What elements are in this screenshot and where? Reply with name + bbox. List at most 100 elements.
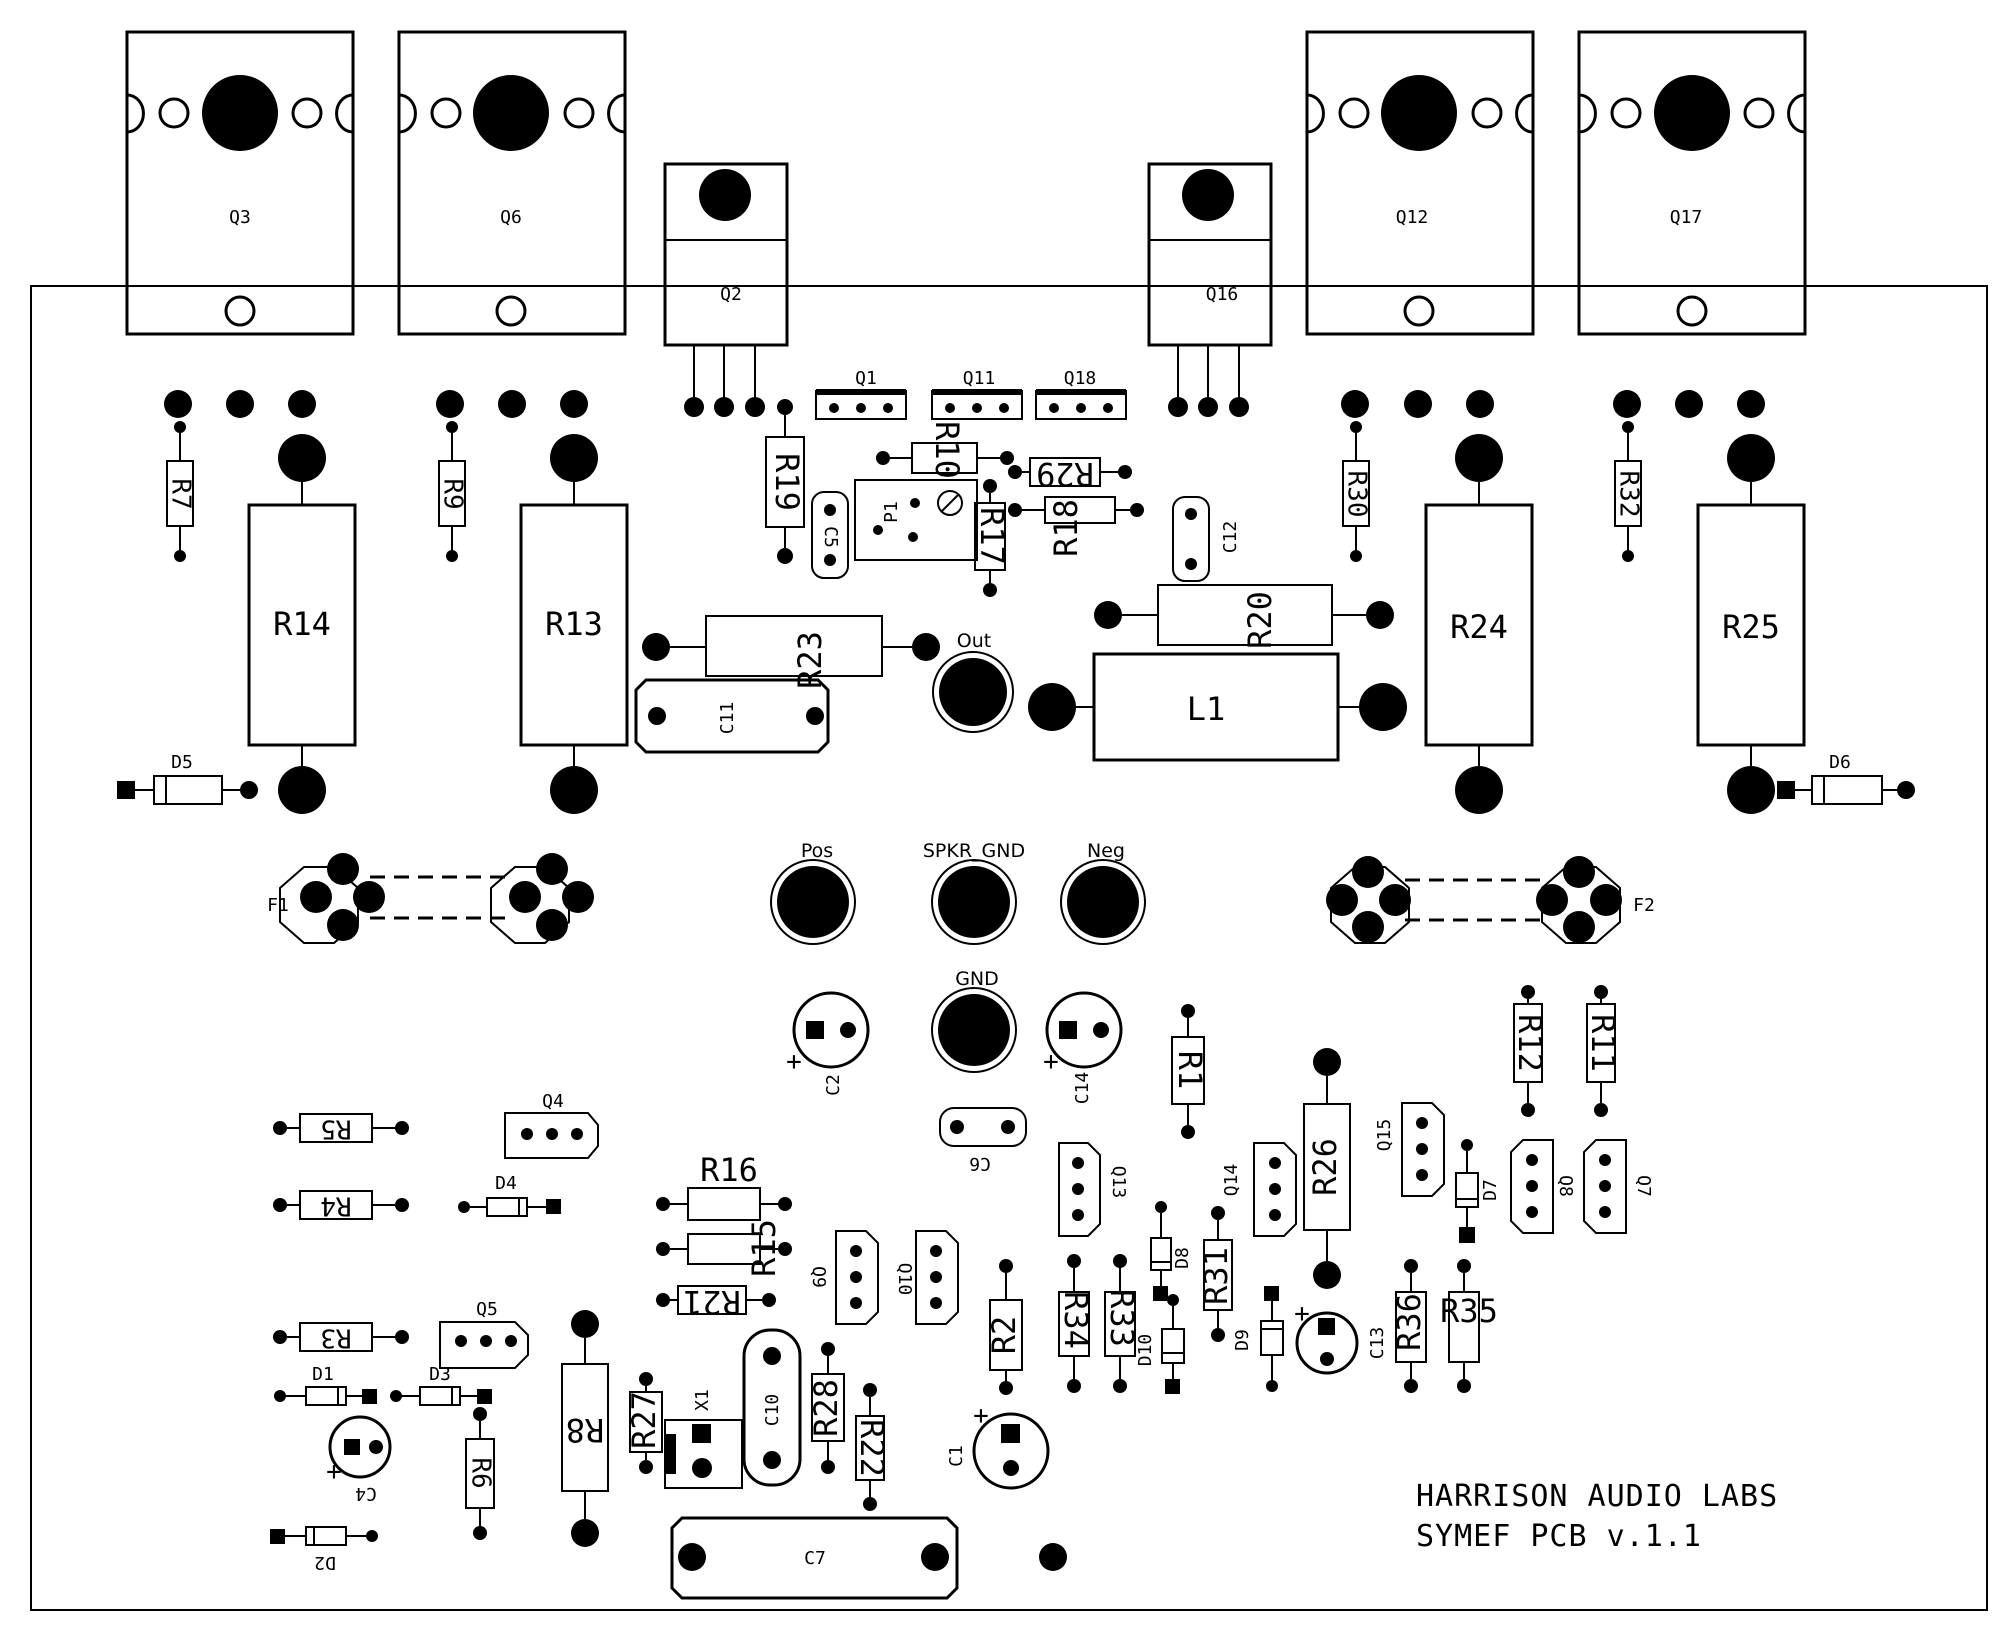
label-r35: R35 (1440, 1292, 1498, 1330)
label-c5: C5 (820, 526, 841, 548)
resistor-r20: R20 (1094, 584, 1394, 649)
transistor-q14: Q14 (1221, 1142, 1297, 1237)
label-q7: Q7 (1633, 1175, 1654, 1197)
label-pos: Pos (801, 840, 833, 862)
transistor-q13: Q13 (1058, 1142, 1129, 1237)
resistor-r4: R4 (273, 1190, 409, 1221)
label-r19: R19 (768, 453, 806, 511)
label-c4: C4 (355, 1483, 377, 1504)
pad-row-left (164, 390, 588, 418)
label-c12: C12 (1220, 521, 1241, 554)
resistor-r30: R30 (1342, 421, 1372, 562)
transistor-q15: Q15 (1374, 1102, 1445, 1197)
svg-text:+: + (1294, 1299, 1310, 1329)
label-q12: Q12 (1396, 207, 1429, 228)
capacitor-c13: + C13 (1294, 1299, 1388, 1375)
capacitor-c4: + C4 (326, 1415, 392, 1504)
label-spkr-gnd: SPKR_GND (923, 840, 1025, 862)
label-c11: C11 (717, 702, 738, 735)
label-r17: R17 (973, 507, 1011, 565)
label-q11: Q11 (963, 368, 996, 389)
label-r18: R18 (1047, 499, 1085, 557)
fuse-f1: F1 (267, 853, 594, 944)
label-c1: C1 (946, 1445, 967, 1467)
label-q8: Q8 (1555, 1175, 1576, 1197)
label-r30: R30 (1342, 471, 1372, 518)
label-r14: R14 (273, 605, 331, 643)
capacitor-c10: C10 (742, 1328, 802, 1487)
label-f2: F2 (1633, 895, 1655, 916)
resistor-r27: R27 (625, 1372, 663, 1474)
label-q14: Q14 (1221, 1164, 1242, 1197)
label-q2: Q2 (720, 284, 742, 305)
diode-d7: D7 (1455, 1139, 1501, 1243)
crystal-x1: X1 (664, 1389, 743, 1489)
label-q10: Q10 (894, 1263, 915, 1296)
resistor-r11: R11 (1584, 985, 1622, 1117)
label-out: Out (957, 630, 991, 652)
diode-d10: D10 (1135, 1294, 1185, 1394)
label-r27: R27 (625, 1391, 663, 1449)
resistor-r25: R25 (1696, 434, 1806, 814)
label-q13: Q13 (1108, 1166, 1129, 1199)
capacitor-c14: + C14 (1043, 991, 1123, 1105)
label-d7: D7 (1480, 1179, 1501, 1201)
transistor-q11: Q11 (931, 368, 1023, 420)
label-r33: R33 (1103, 1289, 1141, 1347)
resistor-r7: R7 (166, 421, 196, 562)
resistor-r35: R35 (1440, 1259, 1498, 1393)
brand-line-1: HARRISON AUDIO LABS (1416, 1479, 1778, 1514)
label-d4: D4 (495, 1173, 517, 1194)
resistor-r24: R24 (1424, 434, 1534, 814)
resistor-r2: R2 (985, 1259, 1023, 1395)
label-r34: R34 (1057, 1291, 1095, 1349)
label-q17: Q17 (1670, 207, 1703, 228)
label-p1: P1 (881, 501, 902, 523)
label-c14: C14 (1072, 1072, 1093, 1105)
terminal-spkr-gnd: SPKR_GND (923, 840, 1025, 945)
diode-d1: D1 (274, 1364, 377, 1406)
resistor-r14: R14 (247, 434, 357, 814)
resistor-r1: R1 (1171, 1004, 1209, 1139)
label-r29: R29 (1036, 455, 1094, 493)
terminal-out: Out (932, 630, 1014, 733)
label-r36: R36 (1390, 1293, 1428, 1351)
resistor-r36: R36 (1390, 1259, 1428, 1393)
diode-d5: D5 (117, 752, 258, 805)
inductor-l1: L1 (1028, 652, 1407, 762)
capacitor-c11: C11 (634, 678, 830, 754)
trimmer-p1: P1 (854, 479, 978, 561)
label-r16: R16 (700, 1151, 758, 1189)
label-d1: D1 (312, 1364, 334, 1385)
label-r26: R26 (1306, 1138, 1344, 1196)
label-q4: Q4 (542, 1091, 564, 1112)
resistor-r22: R22 (853, 1383, 891, 1511)
diode-d2: D2 (270, 1526, 378, 1573)
brand-line-2: SYMEF PCB v.1.1 (1416, 1519, 1702, 1554)
label-r10: R10 (928, 421, 966, 479)
label-r20: R20 (1241, 591, 1279, 649)
label-q1: Q1 (855, 368, 877, 389)
transistor-q3: Q3 (125, 30, 355, 336)
transistor-q7: Q7 (1583, 1139, 1654, 1234)
capacitor-c1: + C1 (946, 1401, 1050, 1490)
transistor-q2: Q2 (663, 162, 789, 417)
label-r9: R9 (438, 478, 468, 509)
label-q5: Q5 (476, 1299, 498, 1320)
resistor-r32: R32 (1614, 421, 1644, 562)
label-x1: X1 (692, 1389, 713, 1411)
label-r28: R28 (807, 1379, 845, 1437)
label-d10: D10 (1135, 1334, 1156, 1367)
label-c6: C6 (969, 1153, 991, 1174)
label-r5: R5 (320, 1114, 351, 1144)
resistor-r33: R33 (1103, 1254, 1141, 1393)
resistor-r10: R10 (876, 421, 1014, 479)
resistor-r16: R16 (656, 1151, 792, 1221)
transistor-q9: Q9 (808, 1230, 879, 1325)
transistor-q8: Q8 (1510, 1139, 1576, 1234)
label-r32: R32 (1614, 471, 1644, 518)
resistor-r18: R18 (1008, 496, 1144, 557)
svg-text:+: + (786, 1047, 802, 1077)
capacitor-c6: C6 (939, 1107, 1027, 1174)
